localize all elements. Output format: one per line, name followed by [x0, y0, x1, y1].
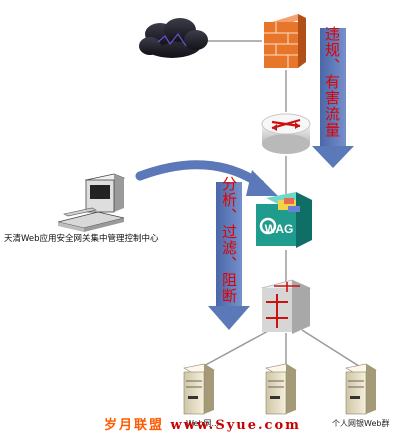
wag-logo-text: WAG: [265, 222, 294, 236]
core-switch-icon: [260, 279, 312, 334]
firewall-icon: [264, 14, 306, 68]
switch-server-right-link: [301, 329, 363, 369]
server-right-label: 个人网银Web群: [332, 419, 390, 428]
server-left-label: Web网...: [186, 419, 220, 428]
inbound-traffic-label: 违规、有害流量: [323, 26, 341, 138]
watermark-url: www.Syue.com: [170, 418, 301, 433]
console-label: 天清Web应用安全网关集中管理控制中心: [4, 234, 159, 244]
switch-server-left-link: [199, 329, 271, 369]
processing-arrow: [208, 182, 250, 330]
watermark: 岁月联盟 www.Syue.com: [104, 414, 301, 433]
processing-label: 分析、过滤、阻断: [220, 176, 238, 304]
router-icon: [261, 113, 311, 154]
wag-appliance-icon: [256, 192, 312, 248]
management-arrow: [135, 160, 278, 196]
server-left-icon: [183, 363, 215, 415]
inbound-traffic-arrow: [312, 28, 354, 168]
server-right-icon: [345, 363, 377, 415]
connection-lines: [199, 40, 363, 369]
internet-cloud-icon: [139, 18, 208, 58]
watermark-site-name: 岁月联盟: [104, 418, 165, 433]
server-middle-icon: [265, 363, 297, 415]
management-console-icon: [57, 173, 126, 232]
